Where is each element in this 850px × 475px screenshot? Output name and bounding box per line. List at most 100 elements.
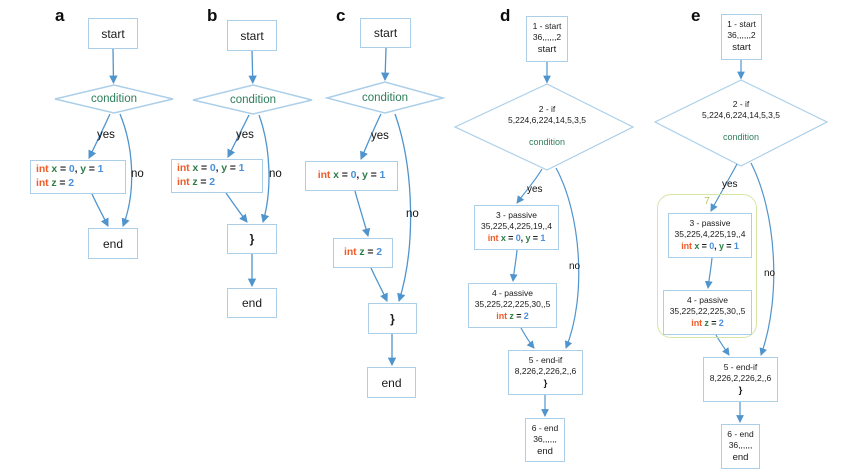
c-condition-label: condition [361, 92, 409, 104]
d-yes-label: yes [527, 184, 543, 195]
d-node-3-passive: 3 - passive 35,225,4,225,19,,4 int x = 0… [474, 205, 559, 250]
c-edge-yes [360, 113, 382, 160]
op-eq: = [88, 163, 95, 176]
b-edge-code-brace [225, 192, 248, 223]
b-code-node: int x = 0, y = 1 int z = 2 [171, 159, 263, 193]
op-eq: = [341, 169, 348, 182]
e-condition-diamond [653, 79, 829, 167]
e-edge-n3-n4 [704, 257, 713, 289]
c-start-label: start [373, 26, 398, 40]
var-y: y [221, 162, 227, 175]
num-1: 1 [733, 241, 739, 252]
num-1: 1 [540, 233, 546, 244]
d-edge-n4-n5 [520, 327, 535, 349]
op-eq: = [200, 162, 207, 175]
c-code1-node: int x = 0, y = 1 [305, 161, 398, 191]
keyword-int: int [177, 162, 190, 175]
b-condition-diamond [192, 84, 313, 115]
node-title: 5 - end-if [723, 362, 758, 372]
num-2: 2 [523, 311, 529, 322]
a-end-label: end [102, 236, 124, 251]
b-close-brace-label: } [249, 232, 255, 246]
node-meta: 36,,,,,, [533, 434, 557, 445]
node-body: } [543, 377, 548, 389]
node-meta: 36,,,,,, [728, 440, 753, 451]
d-node-1-start: 1 - start 36,,,,,,2 start [526, 16, 568, 62]
c-yes-label: yes [371, 130, 389, 142]
a-condition-diamond [54, 84, 174, 114]
a-start-node: start [88, 18, 138, 49]
panel-label-e: e [691, 6, 701, 25]
op-eq: = [726, 241, 732, 252]
panel-label-a: a [55, 6, 65, 25]
d-edge-no [555, 167, 580, 349]
c-end-label: end [381, 375, 402, 390]
node-title: 2 - if [732, 98, 750, 109]
num-2: 2 [718, 318, 724, 329]
keyword-int: int [344, 246, 357, 259]
num-2: 2 [376, 246, 382, 259]
op-eq: = [711, 318, 717, 329]
e-edge-no [750, 162, 775, 356]
c-code2-node: int z = 2 [333, 238, 393, 268]
node-body: condition [528, 136, 566, 147]
node-body: end [537, 445, 553, 457]
d-node-2-if: 2 - if 5,224,6,224,14,5,3,5 condition [508, 104, 586, 148]
op-comma: , [356, 169, 360, 182]
b-edge-start-condition [248, 50, 257, 85]
e-node-6-end: 6 - end 36,,,,,, end [721, 424, 760, 469]
node-body: start [537, 44, 557, 56]
c-close-brace-label: } [390, 311, 395, 326]
a-edge-no [119, 113, 133, 227]
e-edge-yes [710, 163, 738, 212]
var-z: z [192, 176, 198, 188]
c-condition-diamond [324, 81, 446, 114]
d-edge-yes [516, 168, 543, 204]
node-body-code-z: int z = 2 [496, 311, 528, 323]
node-title: 4 - passive [686, 295, 729, 305]
node-meta: 35,225,22,225,30,,5 [474, 299, 551, 310]
var-x: x [694, 241, 700, 252]
node-body: } [738, 384, 743, 396]
code-line-xy: int x = 0, y = 1 [36, 163, 104, 177]
node-meta: 8,226,2,226,2,,6 [709, 373, 772, 384]
c-edge-code1-code2 [354, 190, 371, 238]
var-y: y [525, 233, 531, 244]
var-x: x [333, 169, 339, 182]
e-node-5-endif: 5 - end-if 8,226,2,226,2,,6 } [703, 357, 778, 402]
b-condition-label: condition [229, 94, 277, 106]
node-body-code-z: int z = 2 [691, 318, 723, 330]
e-group-box [657, 194, 757, 338]
var-z: z [359, 246, 365, 259]
node-meta: 35,225,4,225,19,,4 [674, 229, 746, 240]
node-title: 2 - if [538, 103, 556, 114]
b-yes-label: yes [236, 129, 254, 141]
var-z: z [509, 311, 514, 322]
num-2: 2 [68, 177, 74, 189]
c-no-label: no [406, 208, 419, 220]
node-meta: 8,226,2,226,2,,6 [514, 366, 577, 377]
keyword-int: int [496, 311, 507, 322]
num-1: 1 [379, 169, 386, 182]
node-title: 3 - passive [689, 218, 731, 228]
node-title: 1 - start [727, 19, 756, 29]
num-1: 1 [238, 162, 245, 175]
keyword-int: int [681, 241, 692, 252]
e-node-2-if: 2 - if 5,224,6,224,14,5,3,5 condition [702, 99, 780, 143]
node-meta: 35,225,4,225,19,,4 [481, 221, 552, 232]
node-meta: 35,225,22,225,30,,5 [669, 306, 746, 317]
b-edge-yes [227, 114, 250, 158]
op-eq: = [229, 162, 236, 175]
node-meta: 5,224,6,224,14,5,3,5 [702, 110, 780, 121]
e-node-3-passive: 3 - passive 35,225,4,225,19,,4 int x = 0… [668, 213, 752, 258]
c-end-node: end [367, 367, 416, 398]
e-group-label: 7 [704, 196, 710, 207]
code-line-xy: int x = 0, y = 1 [318, 169, 386, 183]
d-condition-diamond [453, 83, 635, 171]
b-endif-node: } [227, 224, 277, 254]
code-line-z: int z = 2 [344, 246, 382, 260]
keyword-int: int [36, 177, 49, 189]
op-eq: = [532, 233, 538, 244]
b-end-node: end [227, 288, 277, 318]
node-title: 1 - start [532, 21, 562, 31]
